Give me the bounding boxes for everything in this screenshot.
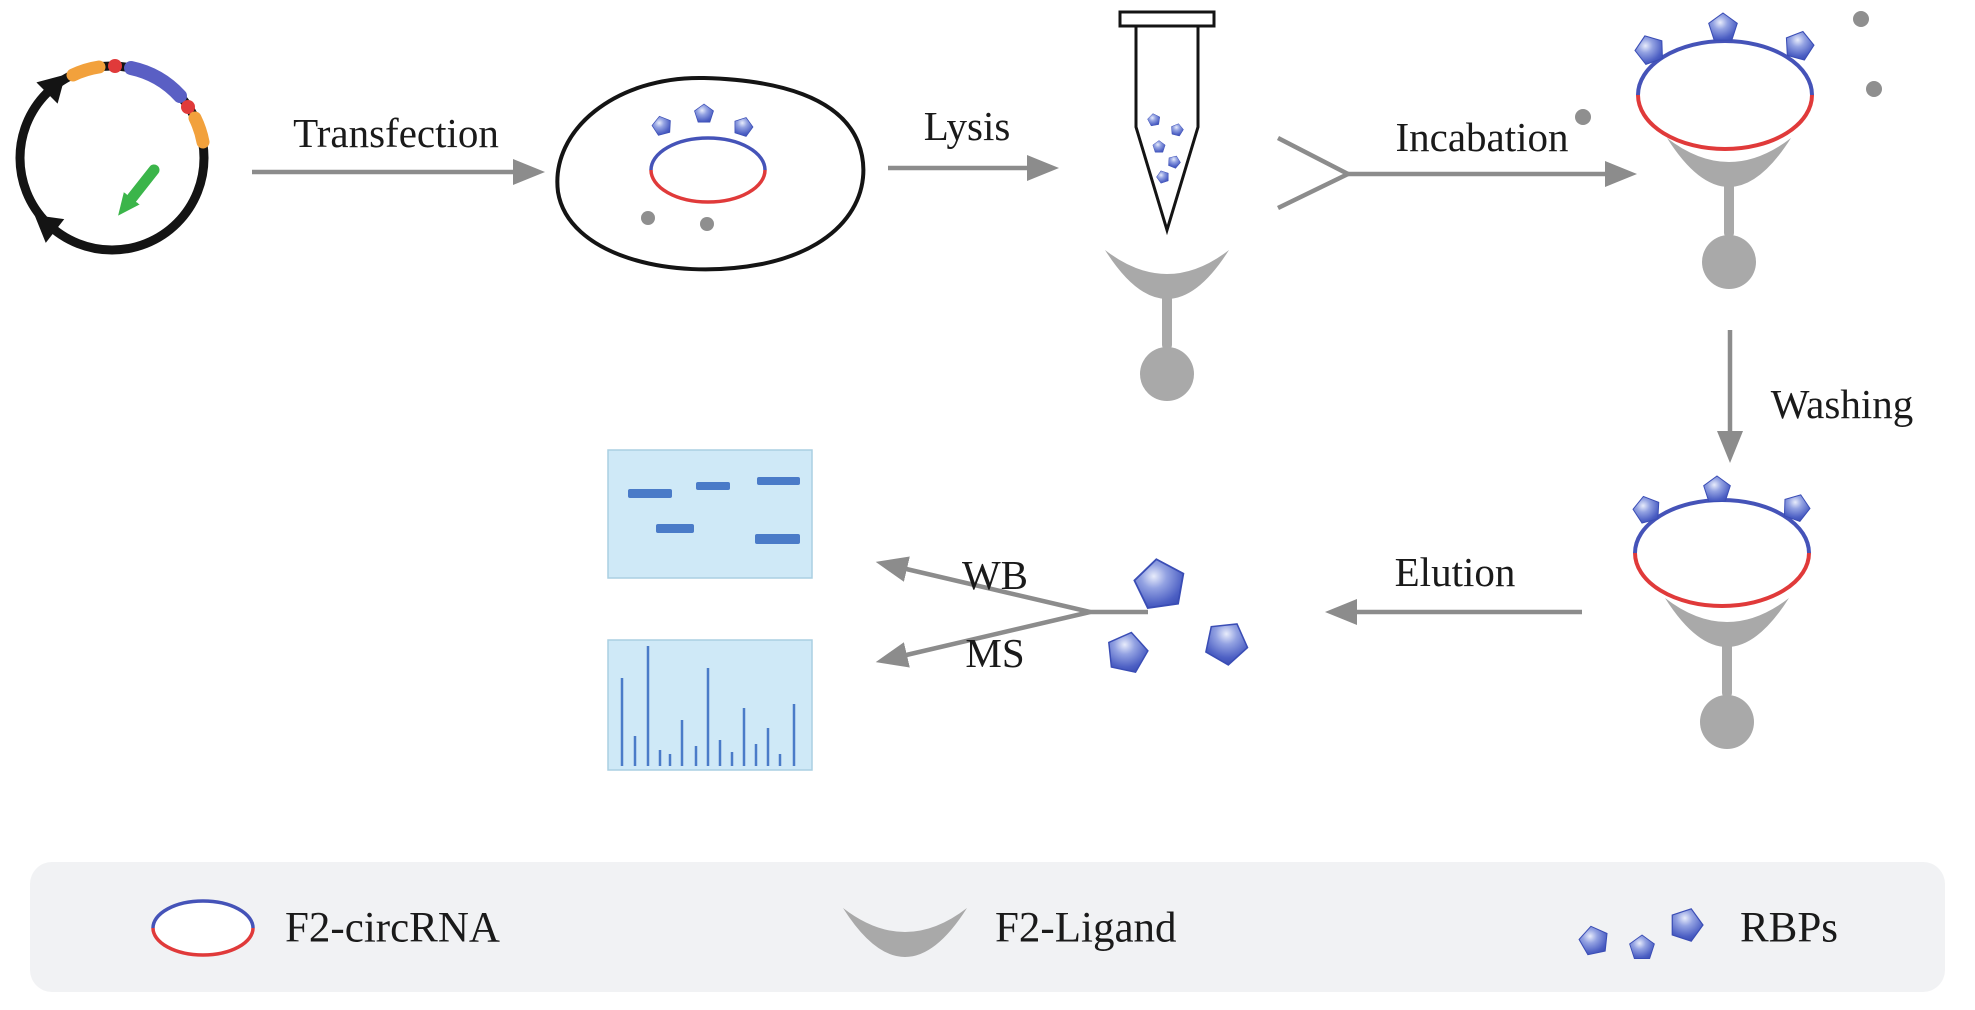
circrna-icon-bottom — [649, 169, 767, 204]
incubation-merge-fork — [1276, 135, 1350, 211]
tube-cap — [1118, 10, 1216, 28]
gel-band — [755, 534, 800, 544]
wb-arrow — [875, 556, 1091, 615]
legend-circrna-icon-top — [151, 899, 255, 929]
washing-label: Washing — [1771, 381, 1913, 427]
gel-band — [696, 482, 730, 490]
debris-dot — [641, 211, 655, 225]
legend-circrna-label: F2-circRNA — [285, 905, 500, 952]
tube-body — [1134, 25, 1200, 236]
plasmid-orange-segment — [66, 60, 106, 82]
gel-band — [656, 524, 694, 533]
eluted-rbps — [1103, 554, 1256, 675]
transfection-label: Transfection — [293, 110, 499, 156]
ligand-icon — [1667, 138, 1791, 289]
circrna-icon-top — [649, 136, 767, 171]
gel-background — [607, 449, 813, 579]
plasmid-orange-segment — [188, 111, 210, 149]
ms-result-box — [607, 639, 813, 771]
plasmid-gene-arrowhead — [36, 74, 66, 104]
gel-band — [757, 477, 800, 485]
wb-result-box — [607, 449, 813, 579]
rbp-pentagon-icon — [1198, 612, 1256, 670]
gel-band — [628, 489, 672, 498]
cell-icon — [555, 75, 866, 272]
plasmid-gene-arrowhead — [34, 214, 65, 243]
plasmid-red-site — [108, 59, 122, 73]
legend-bar: F2-circRNA F2-Ligand RBPs — [30, 862, 1945, 992]
spectrum-peaks — [620, 646, 796, 766]
plasmid-icon — [15, 59, 210, 255]
plasmid-insert-segment — [124, 61, 187, 103]
debris-dot — [700, 217, 714, 231]
capture-complex-washed — [1630, 475, 1814, 749]
plasmid-red-site — [181, 100, 195, 114]
debris-dot — [1866, 81, 1882, 97]
legend-background — [30, 862, 1945, 992]
tube-icon — [1118, 10, 1216, 236]
circrna-icon-bottom — [1633, 552, 1811, 608]
legend-circrna-icon-bottom — [151, 927, 255, 957]
circrna-body — [1638, 41, 1812, 149]
debris-dot — [1853, 11, 1869, 27]
circrna-body — [1635, 500, 1809, 606]
wb-label: WB — [962, 552, 1028, 598]
circrna-icon-top — [1636, 39, 1814, 96]
rbp-pentagon-icon — [1708, 12, 1738, 41]
ms-arrow — [875, 609, 1091, 668]
plasmid-promoter-arrow — [118, 164, 160, 216]
rbp-pentagon-icon — [1130, 554, 1189, 611]
rbp-pentagon-icon — [1103, 627, 1152, 675]
rbp-pentagon-icon — [1703, 475, 1731, 502]
lysis-label: Lysis — [924, 103, 1011, 149]
cell-membrane — [555, 75, 866, 272]
legend-circrna-body — [153, 901, 253, 955]
elution-label: Elution — [1395, 549, 1516, 595]
legend-ligand-label: F2-Ligand — [995, 905, 1177, 952]
ms-label: MS — [965, 630, 1024, 676]
legend-rbps-label: RBPs — [1740, 905, 1838, 952]
circrna-icon-bottom — [1636, 94, 1814, 151]
debris-dot — [1575, 109, 1591, 125]
capture-complex-incubated — [1575, 11, 1882, 289]
incubation-label: Incabation — [1395, 114, 1568, 160]
spectrum-background — [607, 639, 813, 771]
ligand-icon — [1665, 598, 1789, 749]
ligand-icon — [1105, 250, 1229, 401]
